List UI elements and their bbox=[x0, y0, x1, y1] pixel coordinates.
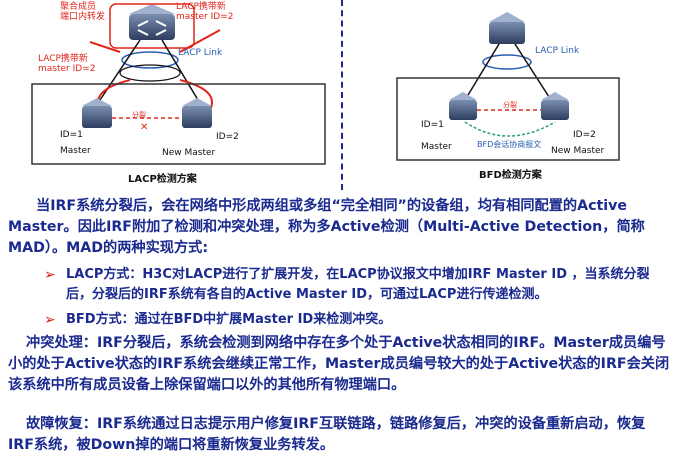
bfd-figure: LACP Link 分裂 ID=1 ID=2 Master New Master… bbox=[395, 0, 625, 184]
new-master-label: New Master bbox=[162, 148, 216, 158]
lacp-caption: LACP检测方案 bbox=[128, 174, 197, 185]
id1-label: ID=1 bbox=[421, 120, 444, 130]
figure-divider bbox=[341, 0, 343, 190]
bfd-caption: BFD检测方案 bbox=[479, 170, 542, 181]
top-switch-icon bbox=[489, 12, 525, 44]
split-label: 分裂 bbox=[132, 111, 146, 119]
aggregate-label: 聚合成员 端口内转发 bbox=[60, 2, 106, 22]
mad-methods-list: ➢ LACP方式：H3C对LACP进行了扩展开发，在LACP协议报文中增加IRF… bbox=[44, 265, 669, 335]
bfd-session-label: BFD会话协商报文 bbox=[477, 140, 542, 149]
master-label: Master bbox=[60, 146, 91, 156]
top-switch-icon bbox=[129, 4, 175, 40]
new-master-switch-icon bbox=[541, 92, 569, 120]
mad-intro-paragraph: 当IRF系统分裂后，会在网络中形成两组或多组“完全相同”的设备组，均有相同配置的… bbox=[8, 198, 645, 256]
master-switch-icon bbox=[82, 98, 112, 128]
bullet-arrow-icon: ➢ bbox=[44, 312, 56, 328]
lacp-link-label: LACP Link bbox=[535, 46, 580, 56]
new-master-switch-icon bbox=[182, 98, 212, 128]
lacp-diagram: ✕ bbox=[31, 3, 326, 165]
lacp-link-oval-icon bbox=[482, 54, 532, 70]
recovery-paragraph: 故障恢复：IRF系统通过日志提示用户修复IRF互联链路，链路修复后，冲突的设备重… bbox=[8, 416, 646, 453]
id1-label: ID=1 bbox=[60, 130, 83, 140]
conflict-paragraph: 冲突处理：IRF分裂后，系统会检测到网络中存在多个处于Active状态相同的IR… bbox=[8, 335, 670, 393]
bullet-bfd: ➢ BFD方式：通过在BFD中扩展Master ID来检测冲突。 bbox=[44, 312, 392, 328]
irf-box bbox=[396, 77, 620, 161]
master-label: Master bbox=[421, 142, 452, 152]
lacp-link-oval-icon bbox=[121, 51, 179, 69]
lacp-link-label: LACP Link bbox=[178, 48, 223, 58]
id2-label: ID=2 bbox=[573, 130, 596, 140]
svg-text:✕: ✕ bbox=[140, 122, 148, 133]
bullet-lacp: ➢ LACP方式：H3C对LACP进行了扩展开发，在LACP协议报文中增加IRF… bbox=[44, 267, 650, 302]
new-master-label: New Master bbox=[551, 146, 605, 156]
bullet-arrow-icon: ➢ bbox=[44, 267, 56, 283]
bfd-diagram bbox=[396, 12, 620, 161]
irf-box bbox=[31, 83, 326, 165]
lacp-top-label: LACP携带新 master ID=2 bbox=[176, 2, 234, 22]
id2-label: ID=2 bbox=[216, 132, 239, 142]
master-switch-icon bbox=[449, 92, 477, 120]
lacp-figure: ✕ 聚合成员 端口内转发 LACP携带新 master ID=2 LACP携带新… bbox=[20, 0, 338, 185]
aggregation-box bbox=[109, 3, 195, 49]
lacp-left-label: LACP携带新 master ID=2 bbox=[38, 54, 96, 74]
split-label: 分裂 bbox=[503, 101, 517, 109]
